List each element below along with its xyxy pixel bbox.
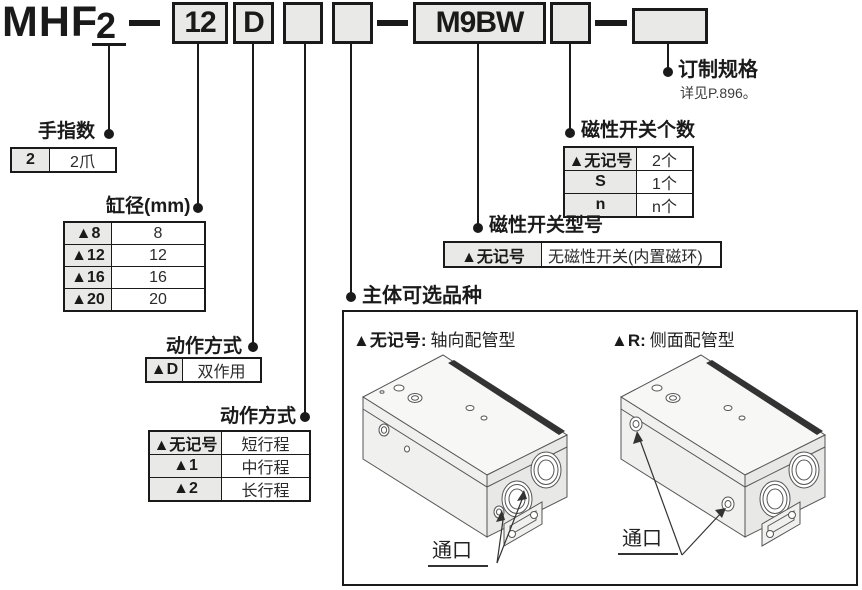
code-box-stroke-blank: [283, 2, 323, 44]
bullet-bore: [193, 203, 203, 213]
dash-1: [129, 20, 160, 26]
leader-stroke: [304, 44, 306, 417]
stroke-desc: 短行程: [241, 437, 290, 454]
code-box-custom-blank: [632, 8, 708, 44]
switch-qty-desc: 2个: [652, 153, 677, 170]
code-box-action: D: [233, 2, 274, 44]
bore-code: ▲8: [65, 223, 112, 244]
stroke-desc: 中行程: [241, 460, 290, 477]
bullet-body-options: [346, 292, 356, 302]
leader-body-options: [350, 44, 352, 297]
leader-switch-model: [477, 44, 479, 228]
bore-desc: 8: [153, 224, 163, 242]
bore-desc: 16: [149, 268, 167, 286]
table-row: ▲D 双作用: [147, 359, 260, 381]
bullet-stroke: [300, 412, 310, 422]
action-table: ▲D 双作用: [145, 357, 262, 383]
axial-label: 轴向配管型: [430, 331, 516, 350]
side-port-label: 通口: [618, 528, 678, 555]
bore-desc: 12: [149, 246, 167, 264]
table-row: ▲无记号 短行程: [150, 432, 309, 454]
leader-custom-spec: [667, 44, 669, 72]
bullet-custom-spec: [663, 67, 673, 77]
table-row: ▲12 12: [65, 244, 204, 266]
bore-code: ▲12: [65, 245, 112, 266]
side-code: ▲R:: [611, 331, 646, 350]
stroke-code: ▲1: [150, 455, 222, 477]
custom-spec-title: 订制规格: [678, 59, 758, 81]
leader-fingers: [108, 44, 110, 134]
table-row: n n个: [565, 193, 692, 216]
switch-qty-code: ▲无记号: [565, 148, 637, 170]
bullet-switch-qty: [565, 128, 575, 138]
switch-model-title: 磁性开关型号: [489, 215, 604, 236]
axial-port-arrow-2: [517, 490, 527, 501]
switch-qty-desc: 1个: [652, 176, 677, 193]
table-row: ▲1 中行程: [150, 454, 309, 477]
table-row: ▲2 长行程: [150, 477, 309, 500]
switch-qty-code: S: [565, 171, 637, 193]
stroke-code: ▲无记号: [150, 432, 222, 454]
dash-2: [377, 20, 408, 26]
fingers-desc: 2爪: [70, 154, 95, 171]
switch-qty-table: ▲无记号 2个 S 1个 n n个: [563, 146, 694, 218]
fingers-title: 手指数: [38, 121, 96, 142]
leader-switch-qty: [569, 44, 571, 133]
stroke-title: 动作方式: [220, 406, 297, 427]
side-caption: ▲R:侧面配管型: [611, 326, 735, 351]
table-row: 2 2爪: [12, 149, 115, 171]
model-fingers-digit: 2: [96, 5, 117, 46]
switch-model-desc: 无磁性开关(内置磁环): [548, 248, 703, 266]
action-title: 动作方式: [166, 336, 243, 357]
axial-port-leader-lines: [496, 496, 524, 564]
bullet-fingers: [104, 129, 114, 139]
side-port-arrow-2: [715, 508, 726, 518]
axial-code: ▲无记号:: [353, 331, 427, 350]
fingers-code: 2: [12, 149, 50, 171]
custom-spec-note: 详见P.896。: [680, 85, 757, 101]
switch-model-table: ▲无记号 无磁性开关(内置磁环): [443, 241, 722, 268]
bore-code: ▲16: [65, 267, 112, 288]
action-code: ▲D: [147, 359, 183, 381]
axial-caption: ▲无记号:轴向配管型: [353, 326, 516, 351]
switch-model-code: ▲无记号: [445, 243, 542, 266]
bore-desc: 20: [149, 290, 167, 308]
axial-piping-drawing: [361, 354, 569, 564]
code-box-body-blank: [332, 2, 373, 44]
fingers-table: 2 2爪: [10, 147, 117, 173]
body-options-title: 主体可选品种: [362, 285, 482, 307]
stroke-code: ▲2: [150, 478, 222, 500]
code-box-switch-model: M9BW: [413, 2, 546, 44]
table-row: ▲无记号 2个: [565, 148, 692, 170]
side-port-leader-lines: [639, 439, 723, 556]
side-piping-drawing: [619, 354, 827, 556]
bore-title: 缸径(mm): [106, 196, 191, 217]
stroke-table: ▲无记号 短行程 ▲1 中行程 ▲2 长行程: [148, 430, 311, 502]
switch-qty-title: 磁性开关个数: [581, 120, 696, 141]
leader-action: [252, 44, 254, 347]
dash-3: [595, 20, 627, 26]
axial-port-label: 通口: [428, 540, 488, 567]
axial-port-arrow-1: [496, 510, 505, 522]
table-row: ▲20 20: [65, 288, 204, 310]
table-row: ▲16 16: [65, 266, 204, 288]
table-row: ▲无记号 无磁性开关(内置磁环): [445, 243, 720, 266]
table-row: ▲8 8: [65, 223, 204, 244]
leader-bore: [197, 44, 199, 208]
bore-table: ▲8 8 ▲12 12 ▲16 16 ▲20 20: [63, 221, 206, 312]
bullet-switch-model: [473, 223, 483, 233]
side-label: 侧面配管型: [649, 331, 735, 350]
switch-qty-code: n: [565, 194, 637, 216]
table-row: S 1个: [565, 170, 692, 193]
model-prefix: MHF: [2, 0, 99, 46]
stroke-desc: 长行程: [241, 483, 290, 500]
bullet-action: [248, 342, 258, 352]
side-port-arrow-1: [633, 431, 643, 444]
code-box-switch-qty-blank: [550, 2, 591, 44]
code-box-bore: 12: [172, 2, 228, 44]
switch-qty-desc: n个: [652, 199, 677, 216]
bore-code: ▲20: [65, 289, 112, 310]
action-desc: 双作用: [197, 364, 246, 381]
